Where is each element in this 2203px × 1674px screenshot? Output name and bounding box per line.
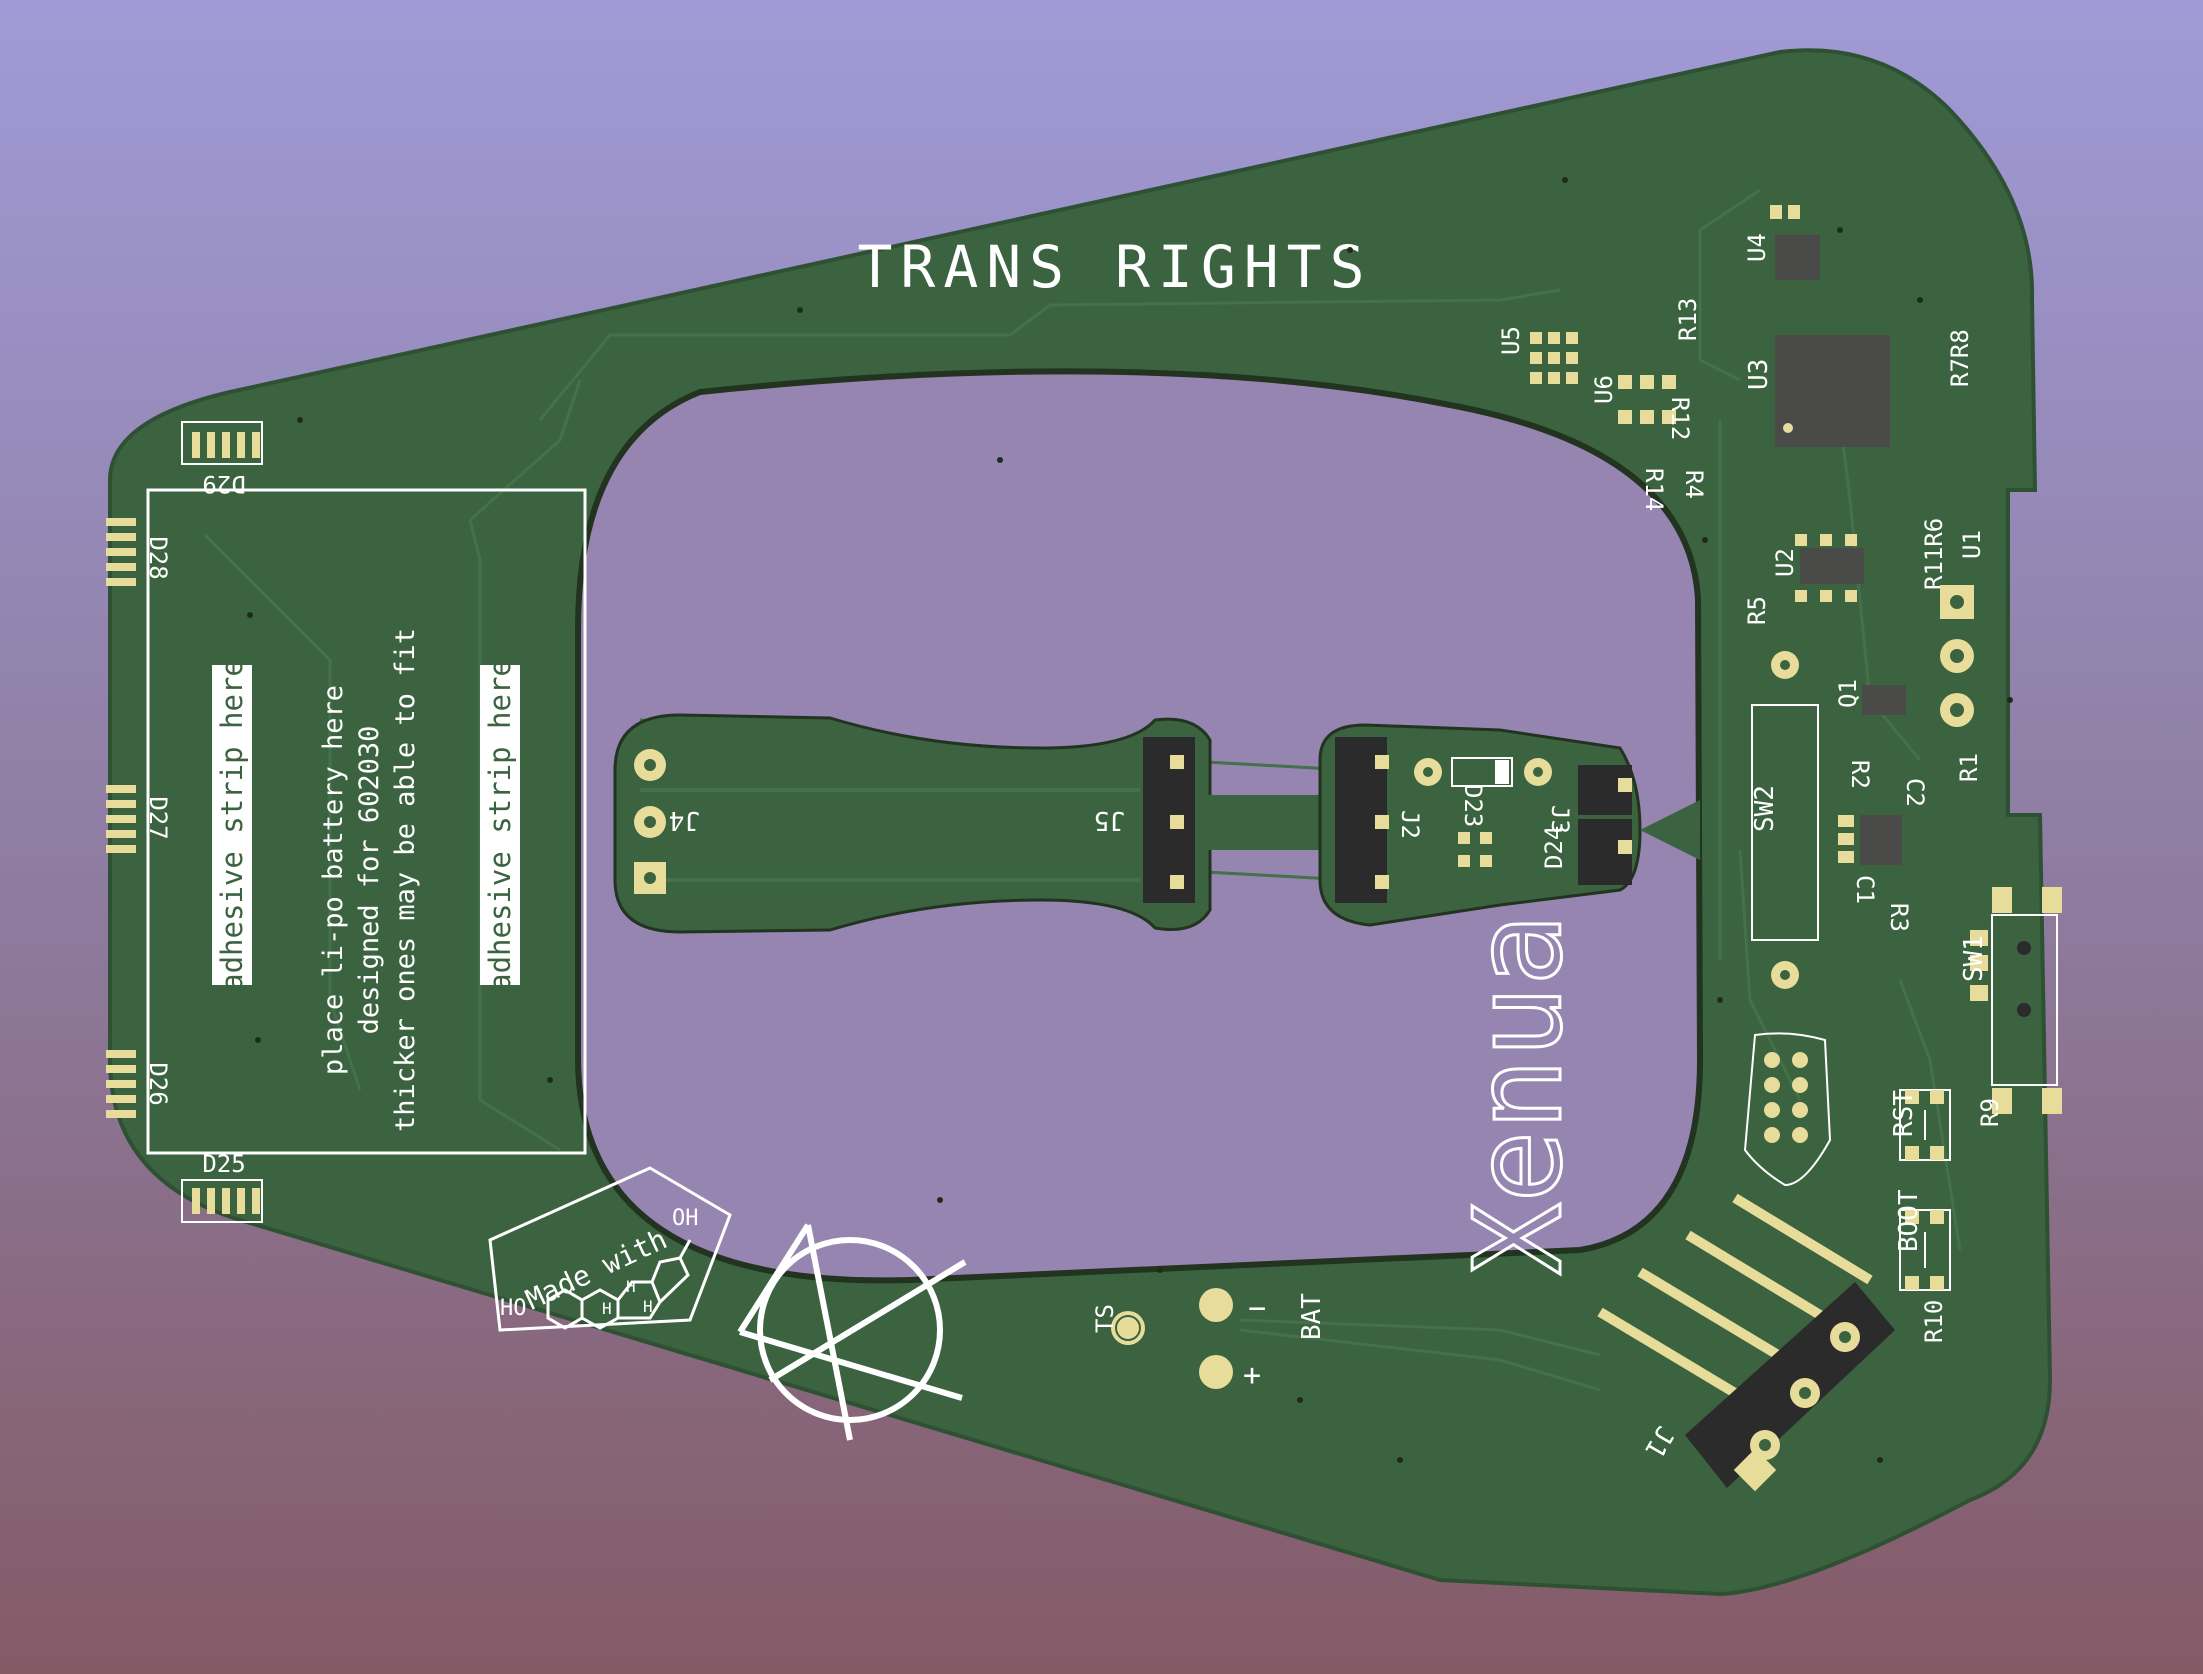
sw1-tactile (1970, 887, 2062, 1114)
ref-plus: + (1243, 1358, 1261, 1393)
ref-r7r8: R7R8 (1946, 329, 1974, 387)
ref-c2: C2 (1901, 778, 1929, 807)
ref-u4: U4 (1743, 233, 1771, 262)
battery-note-line2: designed for 602030 (354, 726, 385, 1035)
rst-button (1899, 1089, 1951, 1161)
ref-q1: Q1 (1834, 679, 1862, 708)
badge-h1: H (602, 1299, 612, 1318)
ref-d27: D27 (144, 796, 172, 839)
ref-bat: BAT (1297, 1293, 1327, 1340)
led-d28: D28 (106, 518, 172, 586)
ref-r2: R2 (1846, 760, 1874, 789)
ref-r9: R9 (1976, 1098, 2004, 1127)
sw2-slide (1751, 651, 1819, 989)
ref-r12: R12 (1666, 397, 1694, 440)
battery-note: place li-po battery here designed for 60… (318, 628, 421, 1132)
u1-header (1940, 585, 1974, 727)
ref-j5: J5 (1094, 805, 1125, 835)
led-d25: D25 (181, 1150, 263, 1223)
battery-pads (1111, 1288, 1233, 1389)
ref-boot: BOOT (1894, 1189, 1924, 1252)
ref-minus: − (1248, 1291, 1266, 1326)
j1-header (1597, 1193, 1895, 1492)
ref-d29: D29 (202, 470, 245, 498)
adhesive-left-label: adhesive strip here (215, 659, 249, 991)
j2-header (1335, 737, 1389, 903)
q1-transistor (1862, 685, 1906, 715)
ref-u5: U5 (1497, 326, 1525, 355)
adhesive-strip-right: adhesive strip here (480, 659, 520, 991)
title-silkscreen: TRANS RIGHTS (857, 233, 1372, 301)
badge-ho: HO (500, 1296, 527, 1321)
bridge-right: J2 D23 D24 J3 (1318, 723, 1700, 927)
ref-u6: U6 (1590, 375, 1618, 404)
d24-led (1458, 832, 1492, 867)
vias (247, 177, 2013, 1463)
badge-h3: H (643, 1297, 653, 1316)
ref-d23: D23 (1459, 784, 1487, 827)
u4-chip (1770, 205, 1820, 280)
bridge-left: J4 J5 (613, 713, 1330, 934)
u6-chip (1618, 375, 1676, 424)
ref-u3: U3 (1744, 359, 1774, 390)
adhesive-strip-left: adhesive strip here (212, 659, 252, 991)
made-with-badge: Made with HO OH H H H (488, 1166, 732, 1332)
ref-r11r6: R11R6 (1920, 518, 1948, 590)
ref-ts: TS (1091, 1304, 1119, 1333)
battery-outline (146, 488, 587, 1155)
led-d27: D27 (106, 785, 172, 853)
ref-j2: J2 (1396, 810, 1424, 839)
ref-d26: D26 (144, 1062, 172, 1105)
u2-chip (1795, 534, 1864, 602)
badge-oh: OH (672, 1206, 699, 1231)
u3-chip (1775, 335, 1890, 447)
u5-chip (1530, 332, 1578, 384)
ref-sw2: SW2 (1750, 785, 1780, 832)
ref-r13: R13 (1674, 298, 1702, 341)
brand-logo: Xenua (1450, 914, 1589, 1275)
ref-r4: R4 (1680, 470, 1708, 499)
boot-button (1899, 1209, 1951, 1291)
battery-note-line3: thicker ones may be able to fit (390, 628, 421, 1132)
j4-header (634, 749, 666, 894)
ref-r14: R14 (1640, 468, 1668, 511)
anarchy-icon (737, 1223, 967, 1441)
ref-r3: R3 (1885, 903, 1913, 932)
ref-j4: J4 (669, 805, 700, 835)
led-d29: D29 (181, 421, 263, 498)
ref-r10: R10 (1920, 1300, 1948, 1343)
ref-u1: U1 (1958, 530, 1986, 559)
ref-j3: J3 (1546, 805, 1574, 834)
led-d26: D26 (106, 1050, 172, 1118)
ref-d24: D24 (1540, 826, 1568, 869)
debug-pads (1743, 1032, 1832, 1187)
ref-u2: U2 (1771, 548, 1799, 577)
ref-r5: R5 (1743, 596, 1771, 625)
j5-header (1143, 737, 1195, 903)
ref-rst: RST (1889, 1090, 1919, 1137)
battery-note-line1: place li-po battery here (318, 685, 349, 1075)
ref-c1: C1 (1851, 875, 1879, 904)
c1-chip (1838, 815, 1902, 865)
ref-r1: R1 (1955, 753, 1983, 782)
ref-sw1: SW1 (1959, 935, 1989, 982)
ref-d28: D28 (144, 536, 172, 579)
adhesive-right-label: adhesive strip here (483, 659, 517, 991)
badge-h2: H (626, 1277, 636, 1296)
ref-d25: D25 (202, 1150, 245, 1178)
j3-connector (1578, 765, 1632, 885)
d23-led (1451, 757, 1513, 787)
estradiol-icon (546, 1239, 692, 1330)
